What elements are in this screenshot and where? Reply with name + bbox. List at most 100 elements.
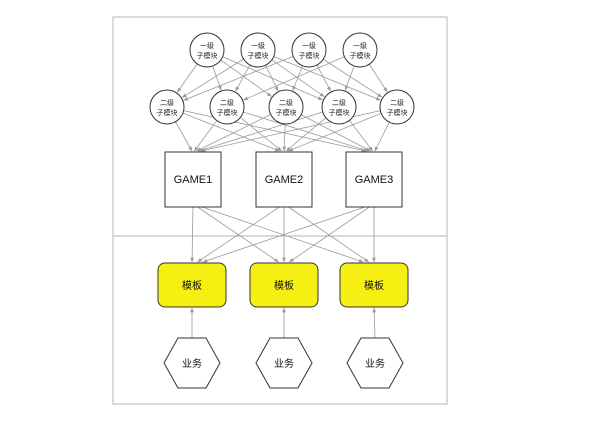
second-module-label-line1: 二级 <box>332 98 346 107</box>
second-module-label-line1: 二级 <box>160 98 174 107</box>
connector-arrow <box>316 64 331 92</box>
template-label: 模板 <box>274 279 294 292</box>
second-module-node: 二级 子模块 <box>268 89 304 125</box>
second-module-label-line1: 二级 <box>390 98 404 107</box>
connector-arrow <box>374 121 390 152</box>
top-module-label-line2: 子模块 <box>299 51 320 60</box>
template-box <box>249 262 319 308</box>
connector-arrow <box>265 65 279 92</box>
business-node: 业务 <box>346 337 404 389</box>
business-hexagon <box>255 337 313 389</box>
business-hexagon <box>163 337 221 389</box>
connector-arrow <box>323 58 383 98</box>
connector-arrow <box>243 111 369 152</box>
game-label: GAME3 <box>355 174 394 186</box>
connector-arrow <box>181 58 244 98</box>
connector-arrow <box>273 56 381 101</box>
second-module-node: 二级 子模块 <box>379 89 415 125</box>
connector-arrow <box>197 206 280 263</box>
top-module-circle <box>240 32 276 68</box>
second-module-label-line1: 二级 <box>220 98 234 107</box>
second-module-label-line2: 子模块 <box>217 108 238 117</box>
connector-arrow <box>288 112 382 152</box>
second-module-circle <box>321 89 357 125</box>
second-module-circle <box>209 89 245 125</box>
top-module-node: 一级 子模块 <box>189 32 225 68</box>
template-node: 模板 <box>157 262 227 308</box>
second-module-node: 二级 子模块 <box>209 89 245 125</box>
connector-arrow <box>196 114 271 152</box>
business-node: 业务 <box>255 337 313 389</box>
connector-arrow <box>271 59 325 97</box>
connector-arrow <box>177 63 198 93</box>
top-module-circle <box>342 32 378 68</box>
connector-arrow <box>190 206 195 263</box>
top-module-label-line2: 子模块 <box>248 51 269 60</box>
connector-arrow <box>289 206 370 263</box>
business-label: 业务 <box>182 357 202 370</box>
top-module-label-line1: 一级 <box>200 41 214 50</box>
connector-arrow <box>285 117 327 152</box>
template-node: 模板 <box>339 262 409 308</box>
connector-arrow <box>344 65 355 91</box>
connector-arrow <box>349 120 373 152</box>
second-module-circle <box>149 89 185 125</box>
connector-arrow <box>292 65 304 91</box>
top-module-label-line1: 一级 <box>353 41 367 50</box>
connector-arrow <box>235 64 251 92</box>
template-box <box>157 262 227 308</box>
connector-arrow <box>175 121 193 152</box>
second-module-node: 二级 子模块 <box>149 89 185 125</box>
connector-arrow <box>183 55 294 101</box>
game-label: GAME1 <box>174 174 213 186</box>
top-module-node: 一级 子模块 <box>240 32 276 68</box>
game-node: GAME2 <box>255 151 313 208</box>
template-label: 模板 <box>364 279 384 292</box>
top-module-node: 一级 子模块 <box>342 32 378 68</box>
top-module-label-line1: 一级 <box>302 41 316 50</box>
game-node: GAME1 <box>164 151 222 208</box>
connector-arrow <box>201 206 364 263</box>
top-module-circle <box>189 32 225 68</box>
connector-arrow <box>222 56 323 101</box>
second-module-label-line2: 子模块 <box>276 108 297 117</box>
connector-arrow <box>372 307 377 339</box>
connector-arrow <box>202 206 366 263</box>
connector-arrow <box>194 120 218 152</box>
business-label: 业务 <box>365 357 385 370</box>
connector-arrow <box>243 56 345 101</box>
connector-arrow <box>288 206 369 263</box>
connector-arrow <box>282 123 287 152</box>
connector-arrow <box>220 59 272 97</box>
top-module-circle <box>291 32 327 68</box>
top-module-label-line2: 子模块 <box>197 51 218 60</box>
game-label: GAME2 <box>265 174 304 186</box>
connector-arrow <box>198 111 323 152</box>
connector-arrow <box>368 64 388 93</box>
connector-arrow <box>182 112 280 152</box>
business-label: 业务 <box>274 357 294 370</box>
business-hexagon <box>346 337 404 389</box>
top-module-label-line2: 子模块 <box>350 51 371 60</box>
diagram-frame <box>112 16 448 405</box>
second-module-label-line2: 子模块 <box>329 108 350 117</box>
second-module-label-line2: 子模块 <box>387 108 408 117</box>
second-module-node: 二级 子模块 <box>321 89 357 125</box>
top-module-label-line1: 一级 <box>251 41 265 50</box>
game-box <box>164 151 222 208</box>
second-module-circle <box>379 89 415 125</box>
second-module-label-line2: 子模块 <box>157 108 178 117</box>
second-module-label-line1: 二级 <box>279 98 293 107</box>
game-box <box>345 151 403 208</box>
template-node: 模板 <box>249 262 319 308</box>
game-node: GAME3 <box>345 151 403 208</box>
template-box <box>339 262 409 308</box>
connector-arrow <box>300 114 371 152</box>
second-module-circle <box>268 89 304 125</box>
top-module-node: 一级 子模块 <box>291 32 327 68</box>
business-node: 业务 <box>163 337 221 389</box>
game-box <box>255 151 313 208</box>
template-label: 模板 <box>182 279 202 292</box>
